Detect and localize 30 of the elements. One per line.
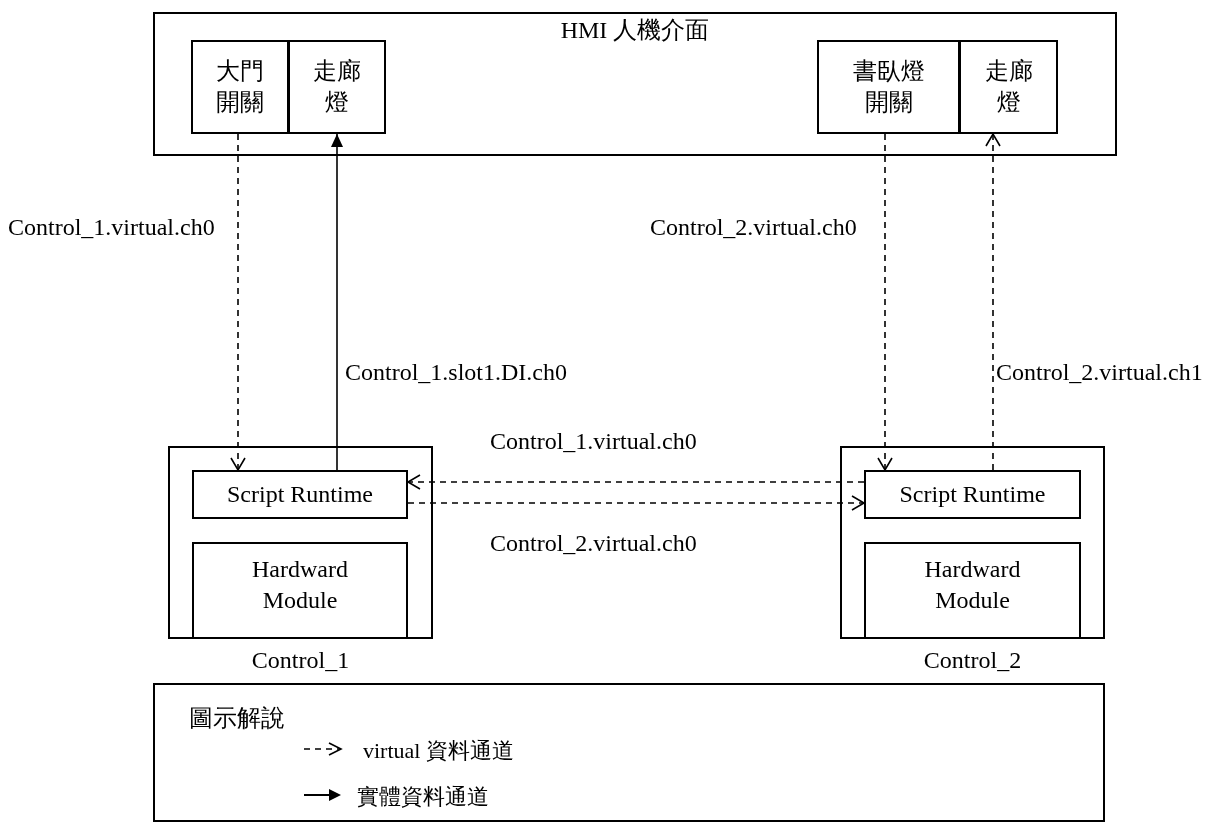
module-box bbox=[864, 470, 1081, 519]
box-caption: Control_2 bbox=[923, 646, 1022, 675]
module-box bbox=[192, 542, 408, 639]
arrow bbox=[331, 133, 343, 471]
module-box bbox=[864, 542, 1081, 639]
box-label: Script Runtime bbox=[226, 479, 374, 509]
box-label: 走廊燈 bbox=[983, 56, 1034, 117]
box-title: 圖示解說 bbox=[189, 704, 285, 733]
box-caption: Control_1 bbox=[251, 646, 350, 675]
arrow bbox=[230, 133, 246, 471]
legend-label: virtual 資料通道 bbox=[363, 737, 514, 765]
arrow bbox=[877, 133, 893, 471]
arrow bbox=[407, 495, 865, 511]
module-box bbox=[959, 40, 1058, 134]
box-label: 書臥燈開關 bbox=[851, 56, 926, 117]
box-label: Hardward Module bbox=[251, 555, 349, 616]
module-box bbox=[288, 40, 386, 134]
module-box bbox=[817, 40, 960, 134]
legend-label: 實體資料通道 bbox=[357, 783, 489, 811]
module-box bbox=[192, 470, 408, 519]
box-label: Script Runtime bbox=[898, 479, 1047, 509]
box-label: 大門開關 bbox=[215, 56, 265, 117]
arrow bbox=[407, 474, 865, 490]
box-title: HMI 人機介面 bbox=[560, 16, 710, 45]
module-box bbox=[191, 40, 289, 134]
box-label: 走廊燈 bbox=[312, 56, 362, 117]
legend-box bbox=[153, 683, 1105, 822]
component-box bbox=[153, 12, 1117, 156]
box-label: Hardward Module bbox=[923, 555, 1022, 616]
arrow bbox=[985, 133, 1001, 471]
